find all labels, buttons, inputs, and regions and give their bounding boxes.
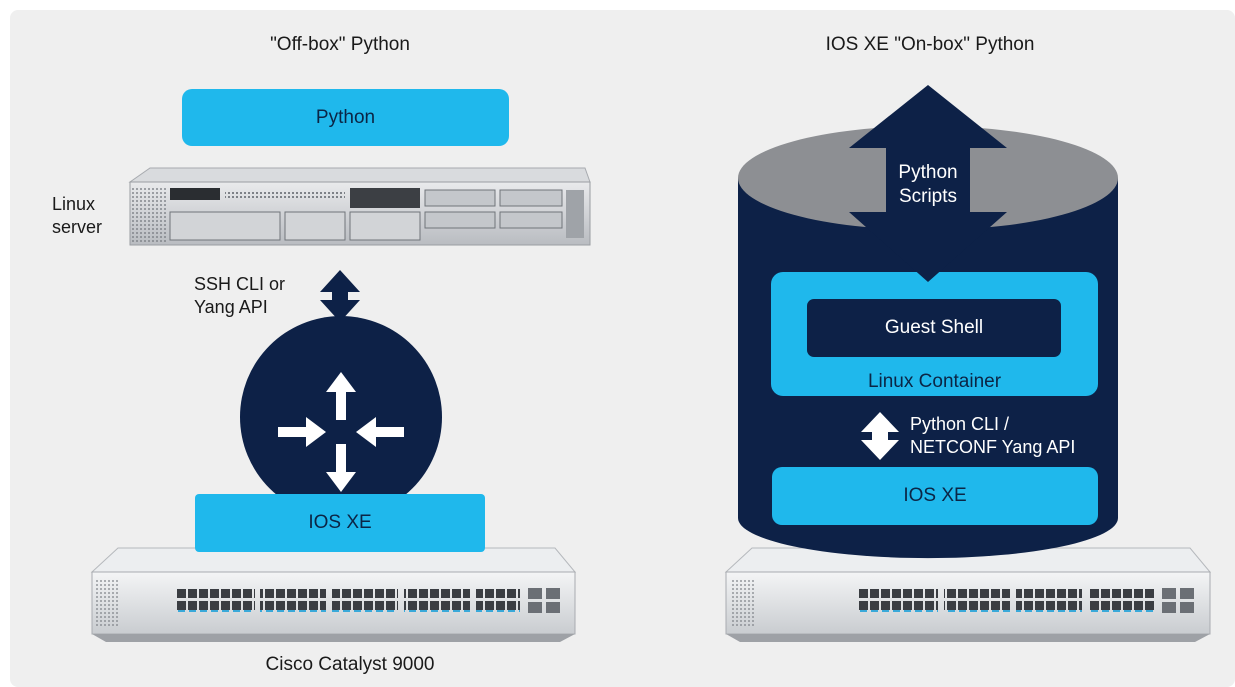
router-icon xyxy=(240,316,442,518)
ios-xe-box-right: IOS XE xyxy=(772,467,1098,525)
linux-server-image xyxy=(128,167,591,246)
python-scripts-label: Python Scripts xyxy=(898,162,958,207)
device-label: Cisco Catalyst 9000 xyxy=(265,654,435,675)
cli-double-arrow-icon xyxy=(861,412,899,460)
python-scripts-double-arrow-icon xyxy=(849,85,1007,282)
ssh-double-arrow-icon xyxy=(320,270,360,322)
guest-shell-label: Guest Shell xyxy=(884,317,984,338)
catalyst-switch-left-image xyxy=(90,547,577,642)
ios-xe-box-left: IOS XE xyxy=(195,494,485,552)
ssh-link-label: SSH CLI or Yang API xyxy=(194,274,286,317)
guest-shell-box xyxy=(807,299,1061,357)
off-box-title: "Off-box" Python xyxy=(270,34,410,55)
linux-container-label: Linux Container xyxy=(867,371,1002,392)
netconf-link-label: Python CLI / NETCONF Yang API xyxy=(910,414,1076,457)
catalyst-switch-right-image xyxy=(724,547,1212,642)
on-box-title: IOS XE "On-box" Python xyxy=(825,34,1035,55)
python-box: Python xyxy=(182,89,509,146)
linux-server-label: Linux server xyxy=(52,194,103,237)
